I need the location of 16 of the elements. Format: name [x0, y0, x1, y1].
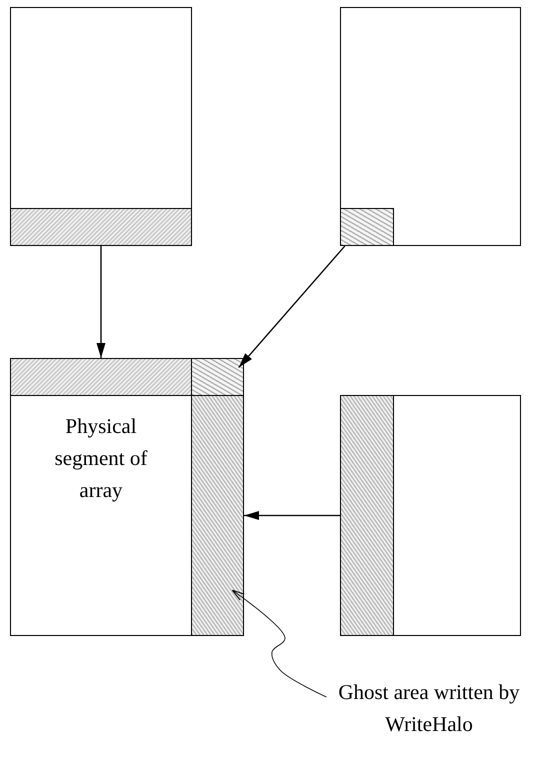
- hatched-column: [191, 395, 244, 636]
- arrow: [244, 511, 340, 520]
- segment-label: Physical segment of array: [54, 413, 148, 504]
- hatched-strip: [10, 208, 192, 246]
- arrow: [238, 246, 346, 368]
- segment-box: [10, 395, 192, 636]
- hatched-column: [340, 395, 394, 636]
- arrow: [96, 246, 106, 358]
- outline-box: [340, 395, 521, 636]
- hatched-strip: [10, 358, 192, 396]
- outline-box: [10, 7, 192, 246]
- callout-label: Ghost area written by WriteHalo: [337, 679, 521, 738]
- outline-box: [340, 7, 521, 246]
- leader-line: [232, 590, 327, 698]
- hatched-block: [191, 358, 244, 396]
- hatched-block: [340, 208, 394, 246]
